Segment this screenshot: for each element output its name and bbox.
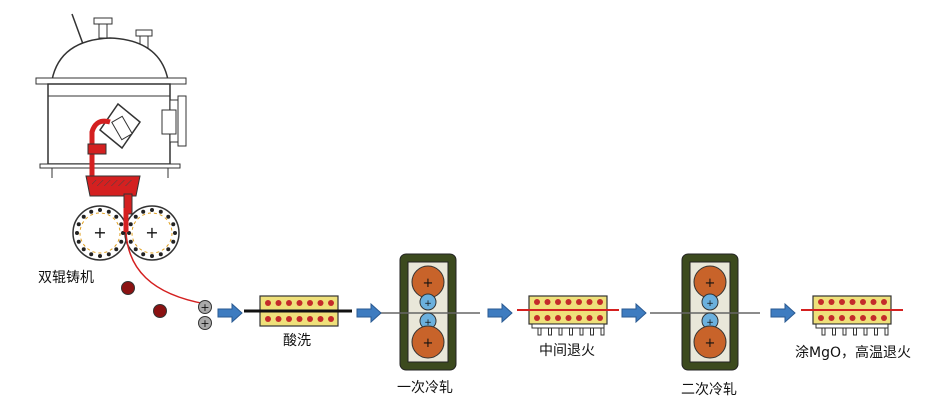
svg-text:+: + (93, 223, 106, 242)
label-first-cold-rolling: 一次冷轧 (397, 380, 453, 396)
svg-text:+: + (200, 301, 209, 314)
first-cold-rolling-mill: + + + + (380, 253, 480, 371)
svg-text:+: + (200, 317, 209, 330)
svg-text:+: + (423, 276, 434, 291)
guide-rolls: + + (198, 300, 212, 330)
second-cold-rolling-mill: + + + + (650, 253, 760, 371)
svg-text:+: + (424, 299, 432, 309)
flow-arrows (217, 302, 796, 324)
twin-roll-caster: + + (35, 13, 187, 261)
caster-roll-right: + (124, 205, 180, 261)
label-final-annealing: 涂MgO，高温退火 (795, 345, 911, 361)
final-annealing-furnace (801, 295, 903, 336)
pickling-tank (244, 295, 352, 327)
cast-strip (125, 231, 207, 305)
flow-arrow (770, 302, 796, 324)
label-twin-roll-caster: 双辊铸机 (38, 270, 94, 286)
svg-text:+: + (705, 336, 716, 351)
caster-roll-left: + (72, 205, 128, 261)
svg-text:+: + (423, 336, 434, 351)
flow-arrow (487, 302, 513, 324)
pinch-roll-1 (121, 281, 135, 295)
svg-text:+: + (705, 276, 716, 291)
label-pickling: 酸洗 (283, 333, 311, 349)
intermediate-annealing-furnace (517, 295, 619, 336)
label-second-cold-rolling: 二次冷轧 (681, 382, 737, 398)
svg-text:+: + (706, 299, 714, 309)
label-intermediate-annealing: 中间退火 (539, 343, 595, 359)
svg-text:+: + (706, 318, 714, 328)
flow-arrow (217, 302, 243, 324)
svg-text:+: + (145, 223, 158, 242)
svg-text:+: + (424, 318, 432, 328)
flow-arrow (356, 302, 382, 324)
pinch-roll-2 (153, 304, 167, 318)
flow-arrow (621, 302, 647, 324)
